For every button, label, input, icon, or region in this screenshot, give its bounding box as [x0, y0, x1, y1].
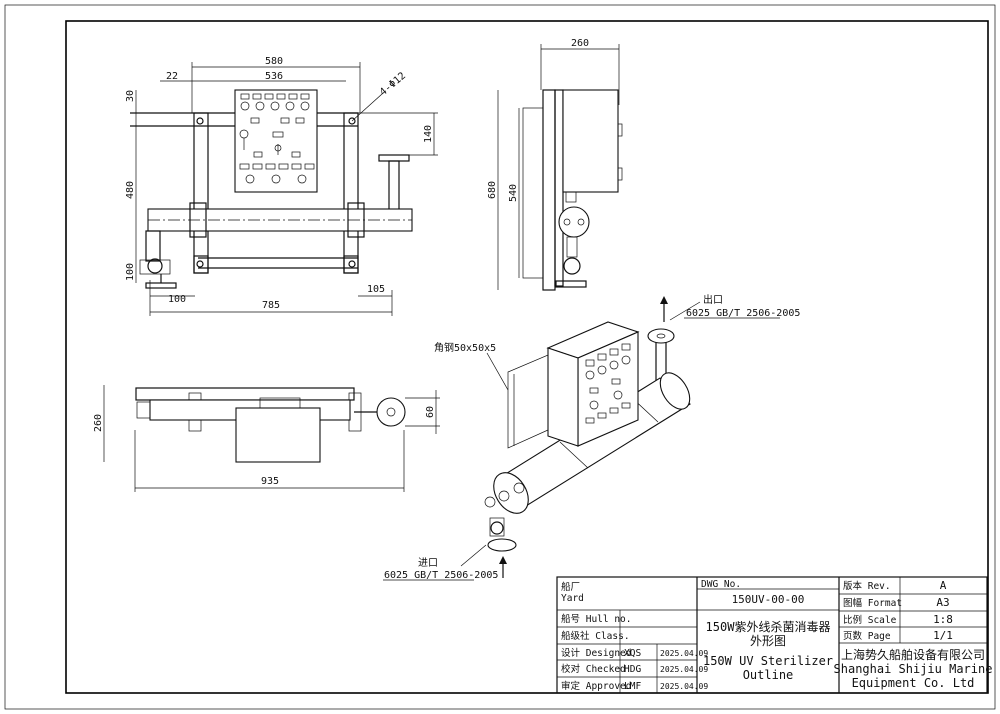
side-view: [522, 89, 623, 291]
tb-page: 1/1: [933, 629, 953, 642]
dim-side-680: 680: [487, 181, 498, 199]
tb-rev-label: 版本 Rev.: [843, 580, 891, 592]
top-view: [135, 387, 406, 463]
label-inlet: 进口: [418, 557, 438, 569]
tb-format-label: 图幅 Format: [843, 597, 902, 609]
dim-30: 30: [125, 90, 136, 102]
tb-title-en-1: 150W UV Sterilizer: [703, 654, 833, 668]
dim-side-540: 540: [508, 184, 519, 202]
isometric-labels: 角钢50x50x5 出口 6025 GB/T 2506-2005 进口 6025…: [383, 293, 800, 581]
tb-approved-label: 审定 Approved: [561, 680, 631, 692]
tb-company-en-1: Shanghai Shijiu Marine: [834, 662, 993, 676]
dim-22: 22: [166, 71, 178, 82]
tb-page-label: 页数 Page: [843, 630, 891, 642]
dim-60: 60: [425, 406, 436, 418]
dim-100-vertical: 100: [125, 263, 136, 281]
dim-100-horizontal: 100: [168, 294, 186, 305]
tb-checked-date: 2025.04.09: [660, 665, 708, 674]
tb-format: A3: [936, 596, 949, 609]
tb-company-cn: 上海势久船舶设备有限公司: [841, 647, 985, 662]
tb-designed-by: XQS: [624, 648, 641, 659]
isometric-view: [484, 296, 691, 578]
tb-yard-en: Yard: [561, 593, 584, 604]
tb-dwg-label: DWG No.: [701, 579, 741, 590]
dim-140: 140: [423, 125, 434, 143]
tb-class-label: 船级社 Class.: [561, 630, 630, 642]
dim-top-260: 260: [93, 414, 104, 432]
tb-designed-date: 2025.04.09: [660, 649, 708, 658]
tb-approved-date: 2025.04.09: [660, 682, 708, 691]
tb-company-en-2: Equipment Co. Ltd: [852, 676, 975, 690]
side-view-dimensions: 260 680 540: [487, 38, 620, 290]
dim-536: 536: [265, 71, 283, 82]
outer-border: [4, 4, 996, 710]
tb-dwg-no: 150UV-00-00: [732, 593, 805, 606]
tb-scale-label: 比例 Scale: [843, 614, 897, 626]
tb-scale: 1:8: [933, 613, 953, 626]
dim-935: 935: [261, 476, 279, 487]
tb-title-en-2: Outline: [743, 668, 794, 682]
tb-yard-cn: 船厂: [561, 581, 580, 593]
title-block: 船厂 Yard 船号 Hull no. 船级社 Class. 设计 Design…: [556, 576, 993, 694]
tb-title-cn-1: 150W紫外线杀菌消毒器: [706, 619, 831, 634]
label-inlet-standard: 6025 GB/T 2506-2005: [384, 570, 498, 581]
inner-frame: [65, 20, 989, 694]
tb-hull-label: 船号 Hull no.: [561, 613, 631, 625]
dim-580: 580: [265, 56, 283, 67]
top-view-dimensions: 260 935 60: [93, 385, 440, 492]
label-angle-steel: 角钢50x50x5: [434, 341, 496, 354]
label-outlet-standard: 6025 GB/T 2506-2005: [686, 308, 800, 319]
tb-approved-by: LMF: [624, 681, 641, 692]
dim-480: 480: [125, 181, 136, 199]
tb-rev: A: [940, 579, 947, 592]
label-outlet: 出口: [703, 293, 723, 306]
tb-title-cn-2: 外形图: [750, 634, 786, 648]
dim-side-260: 260: [571, 38, 589, 49]
dim-105: 105: [367, 284, 385, 295]
front-view: [130, 89, 413, 289]
tb-designed-label: 设计 Designed: [561, 647, 631, 659]
dim-785: 785: [262, 300, 280, 311]
dim-holes: 4-Φ12: [378, 71, 408, 99]
tb-checked-by: HDG: [624, 664, 641, 675]
tb-checked-label: 校对 Checked: [561, 663, 626, 675]
